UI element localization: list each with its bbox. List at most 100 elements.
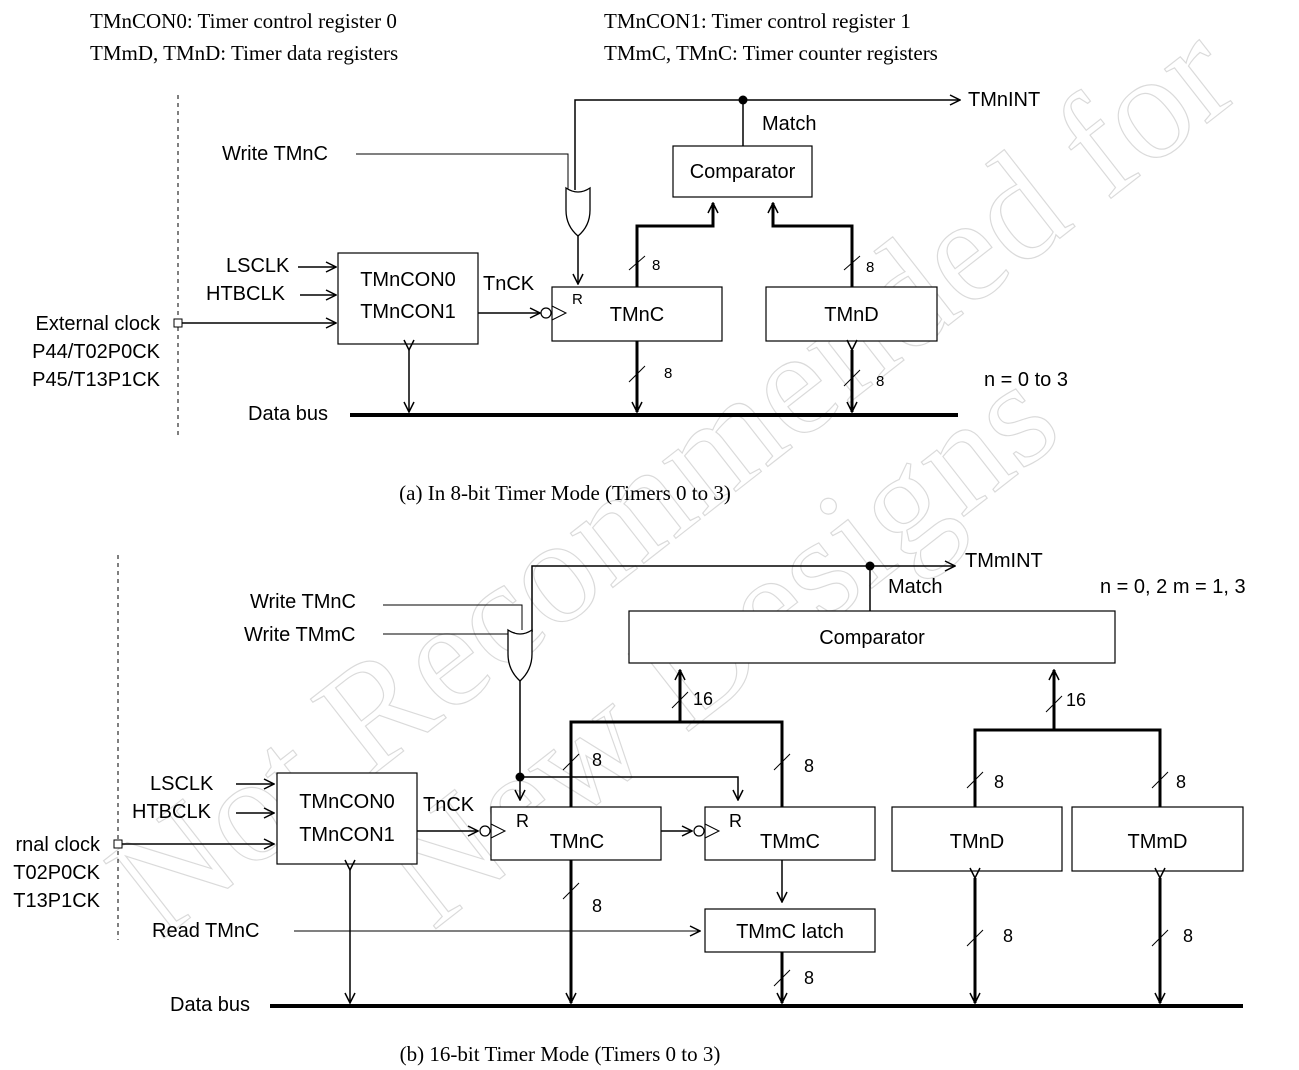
comparator-label-b: Comparator (819, 627, 925, 649)
caption-b: (b) 16-bit Timer Mode (Timers 0 to 3) (400, 1042, 721, 1066)
pin-t02-label-b: T02P0CK (13, 862, 100, 884)
width-16-right: 16 (1066, 690, 1086, 710)
pin-t13-label-b: T13P1CK (13, 890, 100, 912)
tmmc-register-b (704, 806, 876, 861)
reset-label-a: R (572, 291, 583, 308)
tmmint-output-line (531, 566, 955, 632)
tmnc-label-a: TMnC (610, 304, 664, 326)
slash-tmmc-top (773, 753, 791, 771)
n-range-label-a: n = 0 to 3 (984, 369, 1068, 391)
match-label-b: Match (888, 576, 942, 598)
read-tmnc-label-b: Read TMnC (152, 920, 259, 942)
reset-label-tmmc-b: R (729, 811, 742, 831)
clock-inverter-bubble-b2 (693, 825, 705, 837)
width-tmnd-top: 8 (994, 772, 1004, 792)
tmncon1-label-a: TMnCON1 (360, 301, 456, 323)
slash-bus-left-a (628, 365, 646, 383)
external-clock-pin-b (113, 839, 123, 849)
clock-edge-marker-b2 (704, 823, 721, 839)
comparator-b (628, 610, 1116, 664)
tmnint-output-line (574, 100, 960, 190)
legend-tmncon0: TMnCON0: Timer control register 0 (90, 9, 397, 33)
legend-data-registers: TMmD, TMnD: Timer data registers (90, 41, 398, 65)
slash-cmp-right-a (843, 255, 861, 271)
width-tmmd-top: 8 (1176, 772, 1186, 792)
tmnc-to-comparator-bus-a (635, 203, 713, 287)
slash-16-left (671, 691, 689, 709)
tnck-label-b: TnCK (423, 794, 475, 816)
tmncon-block-b (276, 772, 418, 865)
width-tmnc-bus: 8 (592, 896, 602, 916)
slash-tmnc-top (562, 753, 580, 771)
tmnint-label: TMnINT (968, 89, 1040, 111)
data-bus-label-b: Data bus (170, 994, 250, 1016)
tmncon1-label-b: TMnCON1 (299, 824, 395, 846)
slash-16-right (1045, 695, 1063, 713)
width-latch-bus: 8 (804, 968, 814, 988)
pin-p44-label-a: P44/T02P0CK (32, 341, 161, 363)
tmmc-latch-b (704, 908, 876, 953)
tmnd-label-a: TMnD (824, 304, 878, 326)
tmnc-label-b: TMnC (550, 831, 604, 853)
external-clock-pin-a (173, 318, 183, 328)
diagram-8bit: TMnINT Match Comparator Write TMnC LSCLK… (32, 89, 1068, 505)
slash-tmnd-top (966, 771, 984, 789)
width-bus-right-a: 8 (876, 373, 884, 390)
diagram-16bit: TMmINT Match n = 0, 2 m = 1, 3 Comparato… (13, 550, 1245, 1066)
legend-tmncon1: TMnCON1: Timer control register 1 (604, 9, 911, 33)
write-tmmc-label-b: Write TMmC (244, 624, 355, 646)
external-clock-label-b: rnal clock (16, 834, 101, 856)
tmnd-label-b: TMnD (950, 831, 1004, 853)
nm-range-label-b: n = 0, 2 m = 1, 3 (1100, 576, 1246, 598)
clock-edge-marker-a (551, 305, 568, 321)
htbclk-label-a: HTBCLK (206, 283, 286, 305)
slash-tmnc-bus (562, 882, 580, 900)
width-cmp-right-a: 8 (866, 259, 874, 276)
tnck-label-a: TnCK (483, 273, 535, 295)
match-label-a: Match (762, 113, 816, 135)
data-bus-label-a: Data bus (248, 403, 328, 425)
tmnd-register-b (891, 806, 1063, 872)
slash-tmmd-bus (1151, 929, 1169, 947)
write-tmnc-label-a: Write TMnC (222, 143, 328, 165)
tmnd-tmmd-merge-bus (973, 728, 1162, 814)
pin-p45-label-a: P45/T13P1CK (32, 369, 161, 391)
comparator-label-a: Comparator (690, 161, 796, 183)
lsclk-label-b: LSCLK (150, 773, 214, 795)
slash-bus-right-a (843, 369, 861, 387)
clock-edge-marker-b1 (490, 823, 507, 839)
width-tmmc-top: 8 (804, 756, 814, 776)
slash-tmmd-top (1151, 771, 1169, 789)
width-tmnd-bus: 8 (1003, 926, 1013, 946)
tmnc-tmmc-merge-bus (569, 720, 784, 807)
tmncon0-label-a: TMnCON0 (360, 269, 456, 291)
register-legend: TMnCON0: Timer control register 0 TMmD, … (90, 9, 938, 65)
tmmint-label: TMmINT (965, 550, 1043, 572)
legend-counter-registers: TMmC, TMnC: Timer counter registers (604, 41, 938, 65)
tmncon0-label-b: TMnCON0 (299, 791, 395, 813)
tmmd-label-b: TMmD (1128, 831, 1188, 853)
tmmc-latch-label-b: TMmC latch (736, 921, 844, 943)
lsclk-label-a: LSCLK (226, 255, 290, 277)
comparator-a (672, 145, 813, 198)
tmnc-register-a (551, 286, 723, 342)
or-gate-a (565, 186, 591, 237)
or-gate-b (507, 628, 533, 682)
tmncon-block-a (337, 252, 479, 345)
slash-latch-bus (773, 969, 791, 987)
write-tmnc-line-a (356, 153, 569, 190)
write-tmnc-line-b (383, 604, 523, 630)
slash-tmnd-bus (966, 929, 984, 947)
tmmd-register-b (1071, 806, 1244, 872)
reset-to-tmmc-line (520, 776, 738, 800)
clock-inverter-bubble-a (540, 307, 552, 319)
slash-cmp-left-a (628, 255, 646, 271)
width-bus-left-a: 8 (664, 365, 672, 382)
external-clock-label-a: External clock (36, 313, 161, 335)
width-tmmd-bus: 8 (1183, 926, 1193, 946)
write-tmnc-label-b: Write TMnC (250, 591, 356, 613)
width-tmnc-top: 8 (592, 750, 602, 770)
htbclk-label-b: HTBCLK (132, 801, 212, 823)
